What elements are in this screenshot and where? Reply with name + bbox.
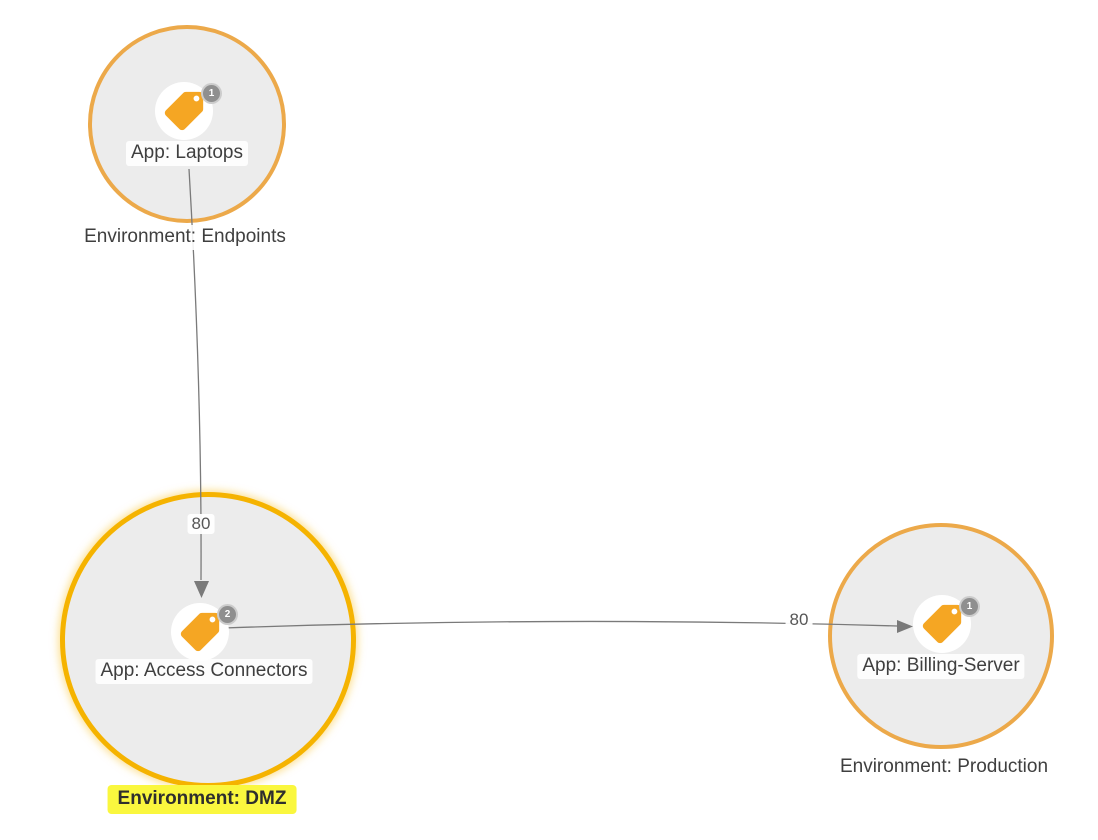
port-label-80-vertical[interactable]: 80 — [187, 514, 215, 535]
arrowhead-right-icon — [897, 620, 913, 633]
tag-icon — [164, 91, 204, 131]
app-label-access-connectors[interactable]: App: Access Connectors — [95, 659, 313, 684]
env-label-endpoints[interactable]: Environment: Endpoints — [79, 225, 291, 250]
node-icon-laptops[interactable]: 1 — [155, 82, 222, 140]
workload-count-badge: 1 — [959, 596, 980, 617]
app-label-laptops[interactable]: App: Laptops — [126, 141, 248, 166]
env-label-production[interactable]: Environment: Production — [834, 755, 1054, 780]
workload-count-badge: 1 — [201, 83, 222, 104]
tag-icon — [922, 604, 962, 644]
node-icon-access-connectors[interactable]: 2 — [171, 603, 238, 661]
env-circle-endpoints[interactable] — [88, 25, 286, 223]
node-icon-billing-server[interactable]: 1 — [913, 595, 980, 653]
port-label-80-horizontal[interactable]: 80 — [785, 610, 813, 631]
arrowhead-down-icon — [194, 581, 209, 598]
app-label-billing-server[interactable]: App: Billing-Server — [857, 654, 1025, 679]
env-label-dmz-highlighted[interactable]: Environment: DMZ — [107, 785, 297, 814]
tag-icon — [180, 612, 220, 652]
workload-count-badge: 2 — [217, 604, 238, 625]
